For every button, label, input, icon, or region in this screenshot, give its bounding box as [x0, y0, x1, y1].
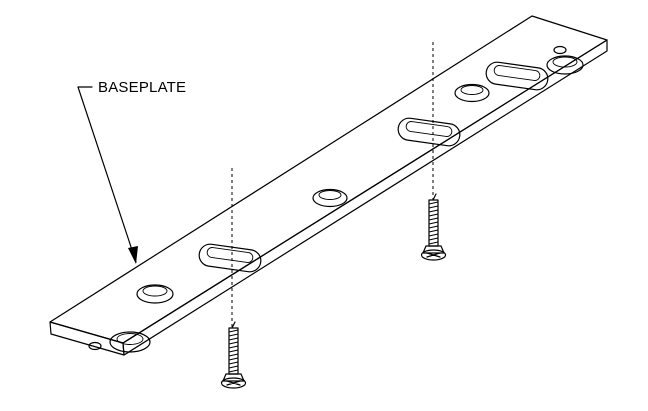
baseplate-left-end: [49, 321, 125, 356]
baseplate-label: BASEPLATE: [98, 79, 187, 96]
round-hole-4: [136, 284, 174, 304]
baseplate-top-face: [49, 15, 608, 344]
pin-hole-right: [553, 45, 567, 55]
callout-arrowhead: [128, 246, 138, 264]
slot-right: [485, 61, 549, 91]
screw-left: [220, 321, 247, 389]
slot-middle: [397, 117, 461, 147]
baseplate: [49, 15, 608, 356]
round-hole-3: [312, 188, 348, 208]
round-hole-5: [109, 331, 151, 353]
pin-hole-left: [88, 341, 102, 351]
round-hole-1: [546, 55, 584, 75]
callout-leader: [77, 86, 138, 264]
round-hole-2: [454, 83, 490, 103]
screw-right: [420, 193, 447, 261]
baseplate-front-edge: [122, 39, 608, 356]
slot-left: [198, 243, 262, 273]
